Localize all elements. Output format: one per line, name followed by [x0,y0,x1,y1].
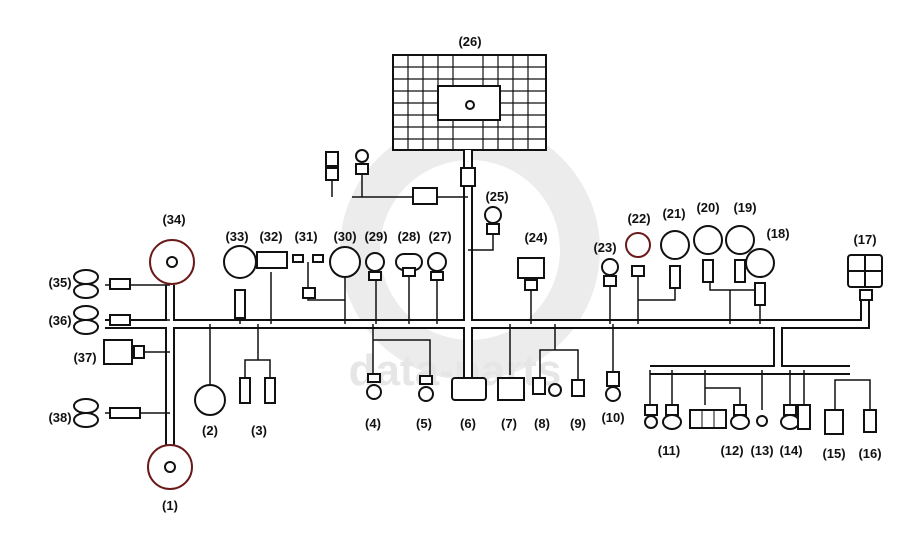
label-12: (12) [720,443,743,458]
connector-28 [395,253,423,277]
connector-multi [689,409,727,429]
connector-37 [103,339,145,365]
label-18: (18) [766,226,789,241]
label-30: (30) [333,229,356,244]
label-4: (4) [365,416,381,431]
label-28: (28) [397,229,420,244]
label-34: (34) [162,212,185,227]
connector-31 [292,254,324,299]
connector-32 [256,251,288,269]
connector-16 [863,409,877,433]
label-11: (11) [658,443,680,458]
label-26: (26) [458,34,481,49]
connector-7 [497,377,525,401]
label-1: (1) [162,498,178,513]
connector-25 [484,206,502,235]
connector-12 [730,404,750,430]
connector-29 [365,252,385,281]
connector-14 [780,404,811,430]
callout-labels: (1) (2) (3) (4) (5) (6) (7) (8) (9) (10)… [48,34,881,513]
connector-13 [756,415,768,427]
connector-3 [239,377,276,404]
label-15: (15) [822,446,845,461]
label-2: (2) [202,423,218,438]
harness-branches [105,175,871,414]
connector-17 [847,254,883,301]
connector-24 [517,257,545,291]
connector-21 [660,230,690,289]
label-21: (21) [662,206,685,221]
connector-9 [571,379,585,397]
connector-inline [412,167,476,205]
label-23: (23) [593,240,616,255]
label-6: (6) [460,416,476,431]
label-35: (35) [48,275,71,290]
label-37: (37) [73,350,96,365]
label-32: (32) [259,229,282,244]
connector-19 [725,225,755,283]
connector-1 [147,444,193,490]
connector-35 [73,269,131,299]
connector-36 [73,305,131,335]
label-13: (13) [750,443,773,458]
label-14: (14) [779,443,802,458]
label-17: (17) [853,232,876,247]
label-16: (16) [858,446,881,461]
label-22: (22) [627,211,650,226]
label-8: (8) [534,416,550,431]
connector-6 [451,377,487,401]
label-10: (10) [601,410,624,425]
connector-34 [149,239,195,285]
connector-11 [644,404,682,430]
connector-10 [605,371,621,402]
label-20: (20) [696,200,719,215]
connector-15 [824,409,844,435]
label-31: (31) [294,229,317,244]
label-29: (29) [364,229,387,244]
label-38: (38) [48,410,71,425]
label-9: (9) [570,416,586,431]
label-3: (3) [251,423,267,438]
label-36: (36) [48,313,71,328]
connector-30 [329,246,361,278]
label-33: (33) [225,229,248,244]
connector-top-left [325,149,369,181]
connector-18 [745,248,775,306]
connector-23 [601,258,619,287]
connector-5 [418,375,434,402]
label-25: (25) [485,189,508,204]
connector-33 [223,245,257,319]
label-7: (7) [501,416,517,431]
connectors [73,149,883,490]
connector-4 [366,373,382,400]
harness-main [105,150,870,445]
connector-22 [625,232,651,277]
connector-2 [194,384,226,416]
connector-27 [427,252,447,281]
label-19: (19) [733,200,756,215]
connector-8 [532,377,562,397]
label-27: (27) [428,229,451,244]
connector-38 [73,398,141,428]
connector-20 [693,225,723,283]
label-24: (24) [524,230,547,245]
ecu-connector-26 [392,54,547,151]
label-5: (5) [416,416,432,431]
